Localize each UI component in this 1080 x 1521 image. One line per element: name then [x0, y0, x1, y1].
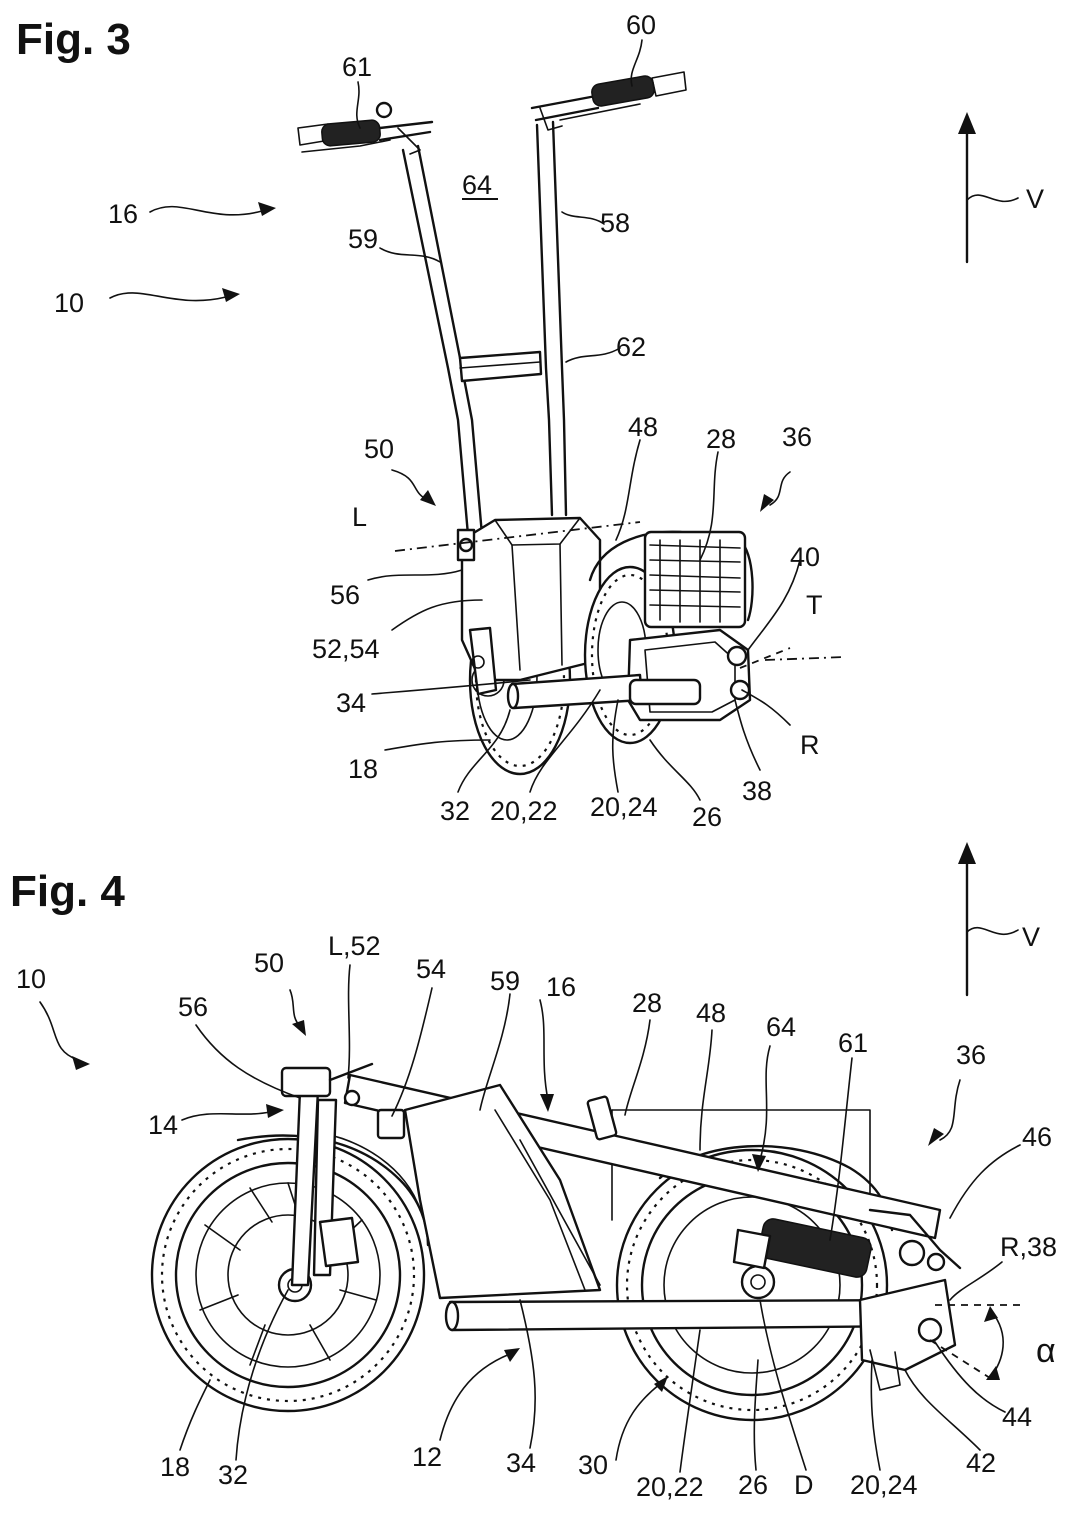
fig3-label-62: 62 [616, 332, 646, 362]
fig3-label-18: 18 [348, 754, 378, 784]
fig3-label-T: T [806, 590, 823, 620]
fig4-label-28: 28 [632, 988, 662, 1018]
fig3-label-36: 36 [782, 422, 812, 452]
fig3-label-60: 60 [626, 10, 656, 40]
fig3-label-20-22: 20,22 [490, 796, 558, 826]
fig3-label-56: 56 [330, 580, 360, 610]
fig3-label-26: 26 [692, 802, 722, 832]
fig3-label-R: R [800, 730, 820, 760]
figure-4: Fig. 4 [10, 842, 1057, 1516]
fig4-label-36: 36 [956, 1040, 986, 1070]
fig3-label-38: 38 [742, 776, 772, 806]
fig3-label-10: 10 [54, 288, 84, 318]
fig4-label-46: 46 [1022, 1122, 1052, 1152]
fig4-label-20-24: 20,24 [850, 1470, 918, 1500]
fig3-label-V: V [1026, 184, 1044, 214]
fig4-label-64: 64 [766, 1012, 796, 1042]
fig4-label-44: 44 [1002, 1402, 1032, 1432]
fig3-label-59: 59 [348, 224, 378, 254]
fig4-label-L52: L,52 [328, 931, 381, 961]
fig3-label-20-24: 20,24 [590, 792, 658, 822]
fig4-label-61: 61 [838, 1028, 868, 1058]
fig3-label-16: 16 [108, 199, 138, 229]
fig3-label-52-54: 52,54 [312, 634, 380, 664]
fig3-label-50: 50 [364, 434, 394, 464]
fig3-direction-arrow [958, 112, 1018, 262]
fig4-label-26: 26 [738, 1470, 768, 1500]
fig3-title: Fig. 3 [16, 15, 131, 64]
fig3-label-L: L [352, 502, 367, 532]
fig4-label-54: 54 [416, 954, 446, 984]
fig3-label-58: 58 [600, 208, 630, 238]
fig4-label-56: 56 [178, 992, 208, 1022]
fig3-body [458, 518, 753, 774]
fig4-label-34: 34 [506, 1448, 536, 1478]
fig4-label-14: 14 [148, 1110, 178, 1140]
fig4-label-42: 42 [966, 1448, 996, 1478]
fig3-reference-arrows [110, 202, 790, 512]
fig4-title: Fig. 4 [10, 867, 125, 916]
fig4-label-30: 30 [578, 1450, 608, 1480]
fig3-label-64: 64 [462, 170, 492, 200]
fig4-label-D: D [794, 1470, 814, 1500]
fig4-label-16: 16 [546, 972, 576, 1002]
fig4-label-32: 32 [218, 1460, 248, 1490]
fig4-label-10: 10 [16, 964, 46, 994]
fig3-label-40: 40 [790, 542, 820, 572]
fig4-label-59: 59 [490, 966, 520, 996]
fig3-label-48: 48 [628, 412, 658, 442]
fig4-label-V: V [1022, 922, 1040, 952]
fig3-label-61: 61 [342, 52, 372, 82]
fig4-label-alpha: α [1036, 1332, 1056, 1370]
fig3-label-32: 32 [440, 796, 470, 826]
fig3-label-28: 28 [706, 424, 736, 454]
fig3-label-34: 34 [336, 688, 366, 718]
fig4-label-R38: R,38 [1000, 1232, 1057, 1262]
fig4-front-wheel [152, 1130, 428, 1411]
fig4-label-18: 18 [160, 1452, 190, 1482]
fig4-direction-arrow [958, 842, 1018, 995]
fig3-steering-column [298, 72, 686, 535]
fig4-label-20-22: 20,22 [636, 1472, 704, 1502]
figure-3: Fig. 3 [16, 10, 1044, 832]
fig4-label-48: 48 [696, 998, 726, 1028]
fig4-label-12: 12 [412, 1442, 442, 1472]
fig4-label-50: 50 [254, 948, 284, 978]
